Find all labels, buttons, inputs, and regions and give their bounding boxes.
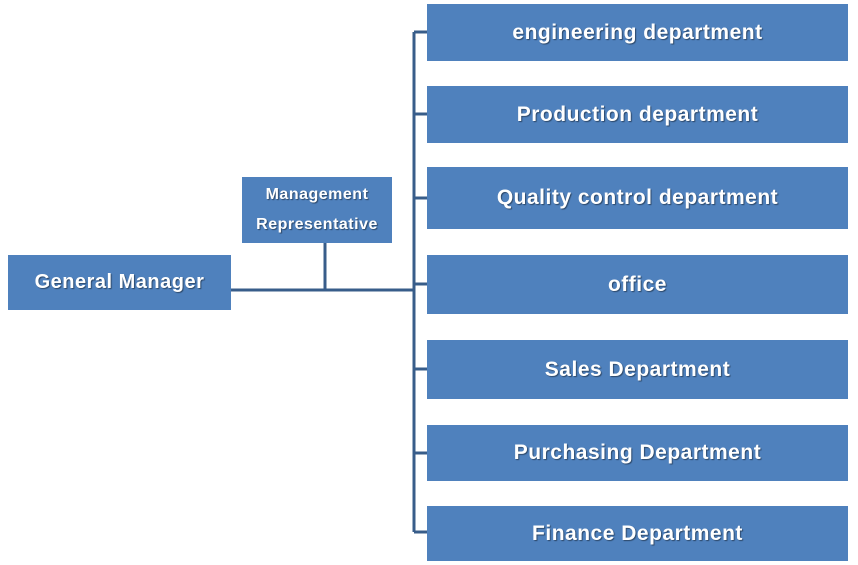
management-representative-box: Management Representative bbox=[242, 177, 392, 243]
general-manager-label: General Manager bbox=[34, 271, 205, 293]
management-representative-label-line2: Representative bbox=[256, 216, 378, 233]
department-box-engineering: engineering department bbox=[427, 4, 848, 61]
department-label: engineering department bbox=[512, 20, 763, 44]
department-label: Quality control department bbox=[496, 186, 779, 209]
department-label: office bbox=[607, 272, 667, 296]
department-box-production: Production department bbox=[427, 86, 848, 143]
department-label: Production department bbox=[516, 102, 759, 126]
department-label: Finance Department bbox=[532, 521, 743, 545]
department-box-office: office bbox=[427, 255, 848, 314]
department-label: Purchasing Department bbox=[513, 441, 762, 464]
management-representative-label-line1: Management bbox=[265, 186, 369, 203]
department-box-sales: Sales Department bbox=[427, 340, 848, 399]
department-box-purchasing: Purchasing Department bbox=[427, 425, 848, 481]
general-manager-box: General Manager bbox=[8, 255, 231, 310]
department-label: Sales Department bbox=[544, 357, 731, 381]
department-box-finance: Finance Department bbox=[427, 506, 848, 561]
department-box-quality-control: Quality control department bbox=[427, 167, 848, 229]
